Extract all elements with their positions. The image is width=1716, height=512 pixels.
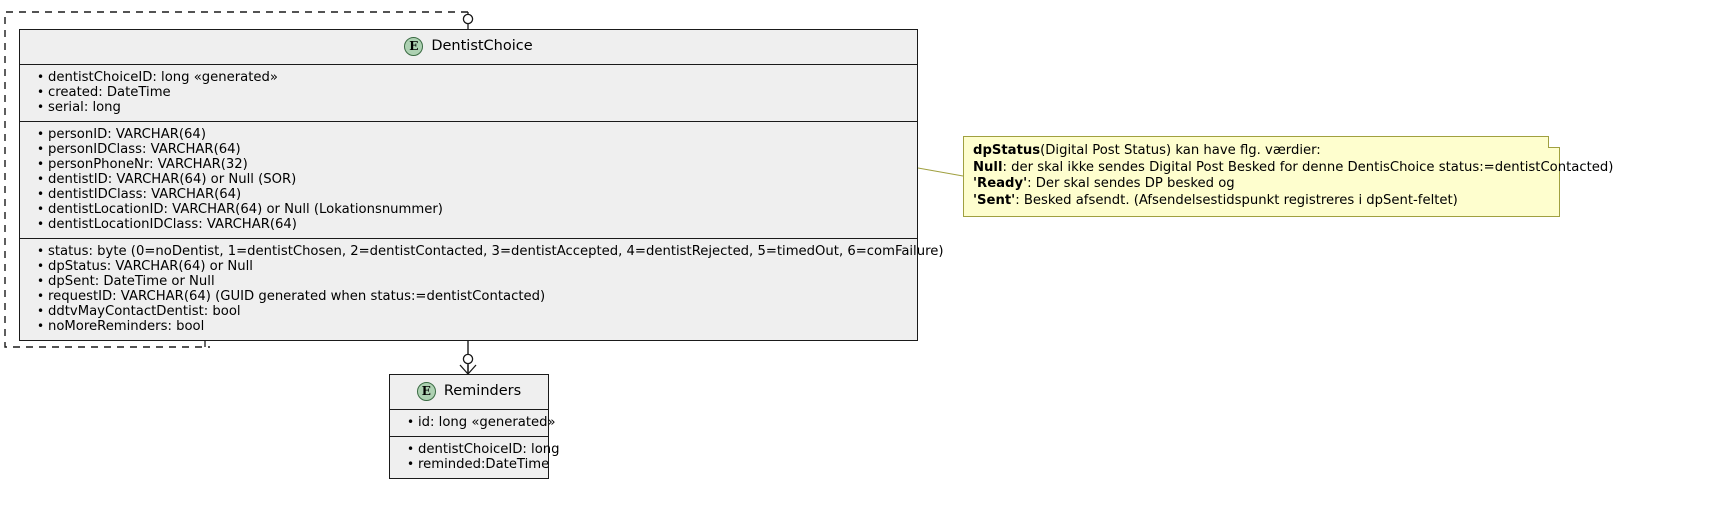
note-line-rest: : Besked afsendt. (Afsendelsestidspunkt … [1015, 192, 1458, 208]
attribute-row: reminded:DateTime [390, 457, 550, 472]
note-dpstatus[interactable]: dpStatus(Digital Post Status) kan have f… [963, 136, 1613, 217]
entity-badge-icon: E [416, 382, 436, 401]
section-divider [20, 238, 917, 239]
section-primary-key: dentistChoiceID: long «generated» create… [20, 65, 917, 121]
attribute-text: dentistIDClass: VARCHAR(64) [48, 187, 242, 202]
attribute-row: id: long «generated» [390, 415, 556, 430]
entity-title-row: E DentistChoice [20, 30, 917, 64]
attribute-text: reminded:DateTime [418, 457, 550, 472]
note-line-bold: Null [973, 159, 1003, 175]
note-line-rest: : Der skal sendes DP besked og [1027, 176, 1235, 191]
attribute-text: serial: long [48, 100, 121, 115]
entity-reminders[interactable]: E Reminders id: long «generated» dentist… [389, 374, 560, 479]
attribute-row: dentistIDClass: VARCHAR(64) [20, 187, 917, 202]
attribute-row: dentistID: VARCHAR(64) or Null (SOR) [20, 172, 917, 187]
section-divider [20, 64, 917, 65]
note-line-bold: dpStatus [973, 143, 1041, 158]
entity-badge-icon: E [404, 37, 424, 56]
note-line-bold: 'Ready' [973, 176, 1028, 191]
section-person-dentist: personID: VARCHAR(64) personIDClass: VAR… [20, 122, 917, 238]
attribute-text: personIDClass: VARCHAR(64) [48, 142, 241, 157]
attribute-row: noMoreReminders: bool [20, 319, 917, 334]
attribute-row: dentistChoiceID: long «generated» [20, 70, 917, 85]
attribute-row: dentistLocationID: VARCHAR(64) or Null (… [20, 202, 917, 217]
attribute-row: personIDClass: VARCHAR(64) [20, 142, 917, 157]
note-line: Null: der skal ikke sendes Digital Post … [973, 159, 1613, 177]
attribute-text: dpStatus: VARCHAR(64) or Null [48, 259, 253, 274]
attribute-row: dentistChoiceID: long [390, 442, 560, 457]
attribute-row: personID: VARCHAR(64) [20, 127, 917, 142]
note-line-rest: : der skal ikke sendes Digital Post Besk… [1002, 159, 1614, 175]
attribute-row: ddtvMayContactDentist: bool [20, 304, 917, 319]
attribute-text: dentistID: VARCHAR(64) or Null (SOR) [48, 172, 297, 187]
entity-title-text: DentistChoice [431, 38, 533, 55]
section-fields: dentistChoiceID: long reminded:DateTime [390, 437, 560, 478]
crows-foot-icon [459, 364, 477, 375]
attribute-row: dpSent: DateTime or Null [20, 274, 917, 289]
note-line: 'Ready': Der skal sendes DP besked og [973, 176, 1550, 193]
attribute-text: ddtvMayContactDentist: bool [48, 304, 241, 319]
section-divider [390, 409, 548, 410]
attribute-row: serial: long [20, 100, 917, 115]
entity-dentist-choice[interactable]: E DentistChoice dentistChoiceID: long «g… [19, 29, 943, 341]
attribute-row: status: byte (0=noDentist, 1=dentistChos… [20, 244, 943, 259]
attribute-row: requestID: VARCHAR(64) (GUID generated w… [20, 289, 917, 304]
note-anchor-line [917, 167, 964, 177]
attribute-row: created: DateTime [20, 85, 917, 100]
section-divider [20, 121, 917, 122]
attribute-text: created: DateTime [48, 85, 171, 100]
attribute-text: dentistChoiceID: long «generated» [48, 70, 278, 85]
note-line-rest: (Digital Post Status) kan have flg. værd… [1040, 143, 1321, 158]
attribute-text: requestID: VARCHAR(64) (GUID generated w… [48, 289, 546, 304]
note-line: 'Sent': Besked afsendt. (Afsendelsestids… [973, 193, 1550, 210]
section-status: status: byte (0=noDentist, 1=dentistChos… [20, 239, 943, 340]
attribute-text: id: long «generated» [418, 415, 556, 430]
note-line-bold: 'Sent' [973, 192, 1016, 208]
entity-title-text: Reminders [443, 383, 522, 400]
attribute-text: personID: VARCHAR(64) [48, 127, 206, 142]
attribute-row: personPhoneNr: VARCHAR(32) [20, 157, 917, 172]
section-primary-key: id: long «generated» [390, 410, 556, 436]
attribute-row: dpStatus: VARCHAR(64) or Null [20, 259, 917, 274]
cardinality-top-zero-or-one [462, 12, 474, 29]
attribute-text: noMoreReminders: bool [48, 319, 205, 334]
attribute-text: dentistLocationIDClass: VARCHAR(64) [48, 217, 297, 232]
cardinality-zero-or-many [462, 353, 474, 365]
entity-title-row: E Reminders [390, 375, 548, 409]
section-divider [390, 436, 548, 437]
note-line: dpStatus(Digital Post Status) kan have f… [973, 143, 1550, 160]
attribute-text: dentistLocationID: VARCHAR(64) or Null (… [48, 202, 443, 217]
attribute-text: dentistChoiceID: long [418, 442, 560, 457]
attribute-row: dentistLocationIDClass: VARCHAR(64) [20, 217, 917, 232]
attribute-text: status: byte (0=noDentist, 1=dentistChos… [48, 244, 944, 259]
attribute-text: personPhoneNr: VARCHAR(32) [48, 157, 248, 172]
attribute-text: dpSent: DateTime or Null [48, 274, 215, 289]
